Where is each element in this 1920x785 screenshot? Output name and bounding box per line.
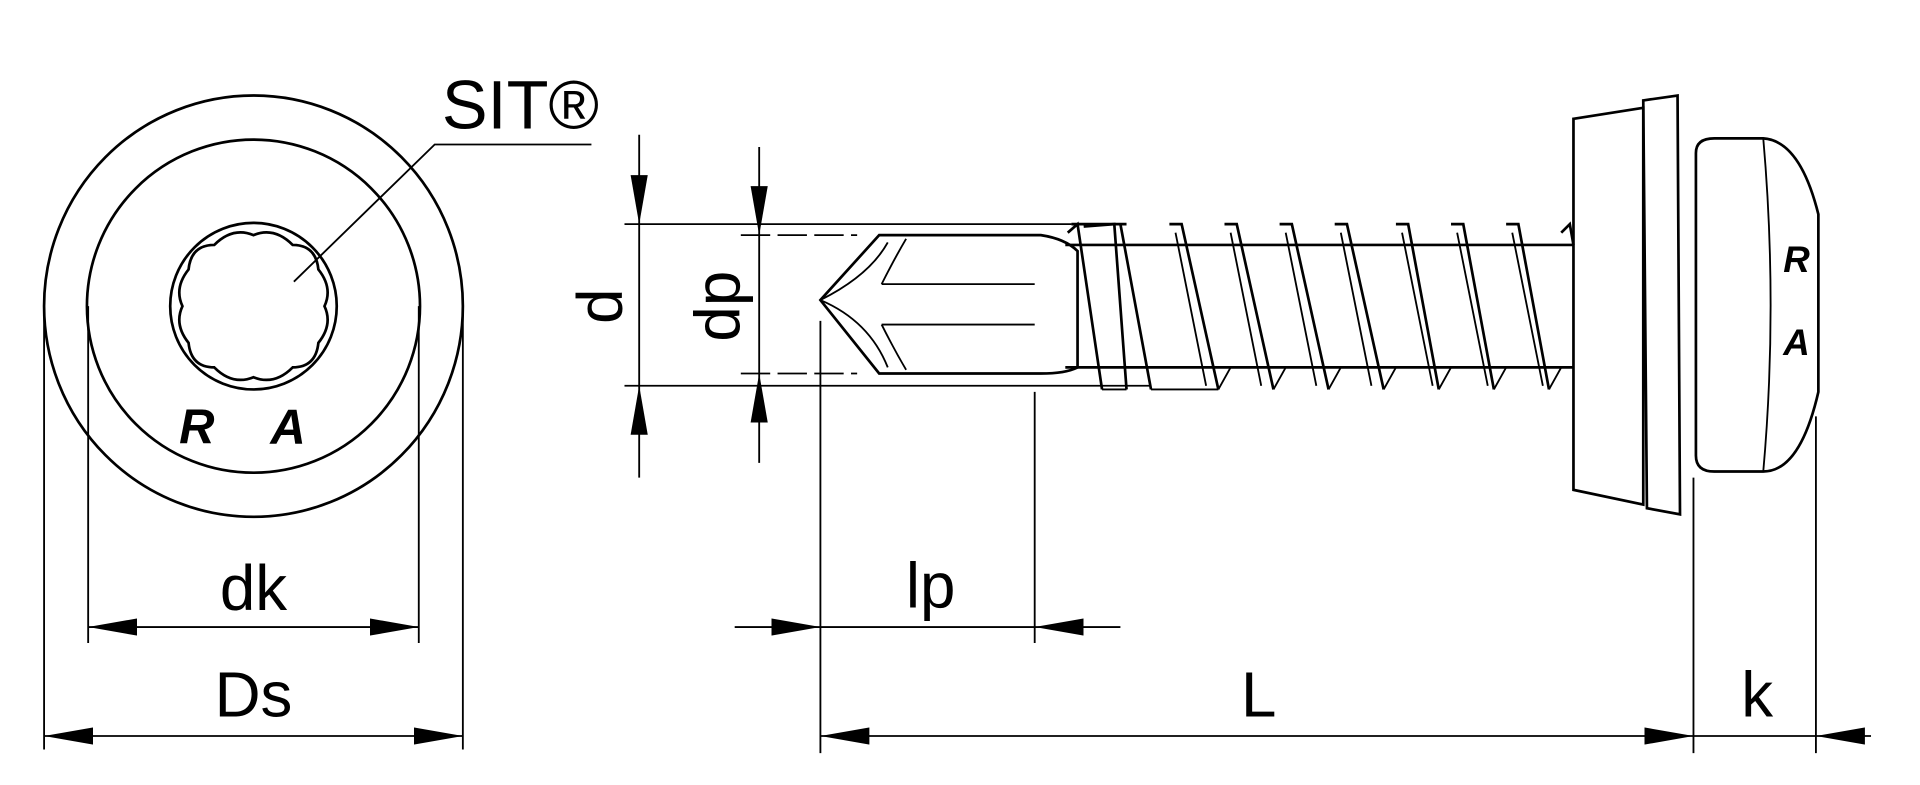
thread-flanks bbox=[1066, 221, 1575, 391]
washer-plate bbox=[1641, 93, 1682, 516]
head-side-marking: R bbox=[1783, 239, 1810, 280]
k-label: k bbox=[1741, 659, 1773, 730]
brand-label: SIT® bbox=[442, 67, 599, 144]
brand-leader: SIT® bbox=[293, 67, 599, 283]
head-front-view: R A bbox=[42, 94, 465, 519]
lp-label: lp bbox=[906, 550, 956, 621]
L-label: L bbox=[1241, 659, 1276, 730]
screw-head bbox=[1694, 137, 1820, 473]
dk-label: dk bbox=[220, 553, 287, 624]
dimension-dk: dk bbox=[87, 306, 420, 643]
d-label: d bbox=[565, 288, 636, 323]
head-marking: R A bbox=[179, 400, 328, 454]
dimension-L: L bbox=[820, 477, 1695, 754]
sealing-washer bbox=[1572, 106, 1645, 507]
torx-recess-icon bbox=[177, 231, 329, 382]
dimension-d: d bbox=[565, 134, 1152, 478]
dp-label: dp bbox=[683, 271, 754, 342]
dimension-dp: dp bbox=[683, 146, 858, 463]
dimension-Ds: Ds bbox=[43, 306, 464, 750]
screw-side-view: R A bbox=[818, 93, 1820, 516]
Ds-label: Ds bbox=[215, 659, 293, 730]
head-side-marking-2: A bbox=[1782, 322, 1810, 363]
dimension-k: k bbox=[1693, 416, 1872, 754]
dimension-lp: lp bbox=[734, 320, 1121, 754]
